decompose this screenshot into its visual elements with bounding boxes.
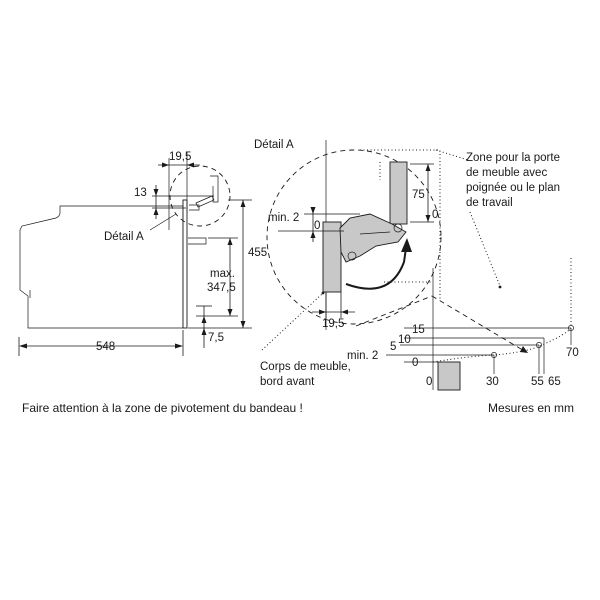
detail-circle <box>266 149 442 325</box>
units-note: Mesures en mm <box>488 401 574 415</box>
zone-note-line-2: de meuble avec <box>466 167 547 179</box>
graph-y-0: 0 <box>412 357 418 369</box>
cabinet-block <box>437 361 461 391</box>
detail-a-view: Détail A 75 0 min. 2 <box>254 139 560 388</box>
warning-note: Faire attention à la zone de pivotement … <box>22 401 303 415</box>
door-panel <box>322 221 342 293</box>
dim-0-left: 0 <box>314 220 320 232</box>
pivot-graph: 15 10 5 min. 2 0 0 30 55 65 70 <box>347 258 579 391</box>
oven-body-outline <box>19 205 184 329</box>
oven-handle <box>188 237 207 245</box>
oven-side-view <box>19 152 231 329</box>
graph-y-10: 10 <box>398 334 411 346</box>
dim-top-gap-label: 13 <box>134 187 147 199</box>
hinge-arm <box>339 213 407 263</box>
dim-max-label: max. <box>210 268 235 280</box>
graph-x-55: 55 <box>531 376 544 388</box>
dim-top-offset-label: 19,5 <box>169 151 191 163</box>
detail-a-label: Détail A <box>104 231 144 243</box>
dim-top-offset: 19,5 <box>158 151 200 168</box>
zone-note-line-4: de travail <box>466 197 513 209</box>
detail-a-callout: Détail A <box>104 213 177 243</box>
graph-y-15: 15 <box>412 324 425 336</box>
dim-width-label: 548 <box>96 341 115 353</box>
dim-max: max. 347,5 <box>196 237 238 317</box>
control-panel <box>389 161 408 225</box>
dim-19-5-detail: 19,5 <box>322 318 344 330</box>
dim-height-label: 455 <box>248 247 267 259</box>
dim-min2-detail: min. 2 <box>268 212 299 224</box>
graph-x-30: 30 <box>486 376 499 388</box>
graph-x-0: 0 <box>426 376 432 388</box>
detail-title: Détail A <box>254 139 294 151</box>
zone-note-line-1: Zone pour la porte <box>466 152 560 164</box>
dim-0-right: 0 <box>432 209 438 221</box>
cabinet-note-line-2: bord avant <box>260 376 315 388</box>
dim-75: 75 <box>412 189 425 201</box>
graph-y-5: 5 <box>390 341 396 353</box>
pivot-arrow <box>345 247 407 290</box>
graph-x-65: 65 <box>548 376 561 388</box>
dim-width-548: 548 <box>18 330 184 356</box>
dim-bottom-label: 7,5 <box>208 332 224 344</box>
zone-note-line-3: poignée ou le plan <box>466 182 560 194</box>
cabinet-note-line-1: Corps de meuble, <box>260 361 351 373</box>
oven-front-panel <box>182 199 188 329</box>
dim-max-value: 347,5 <box>207 282 236 294</box>
dim-top-gap: 13 <box>134 185 214 219</box>
dim-height-455: 455 <box>188 199 267 329</box>
graph-x-70: 70 <box>566 347 579 359</box>
dim-bottom: 7,5 <box>196 305 224 348</box>
graph-y-min2: min. 2 <box>347 350 378 362</box>
